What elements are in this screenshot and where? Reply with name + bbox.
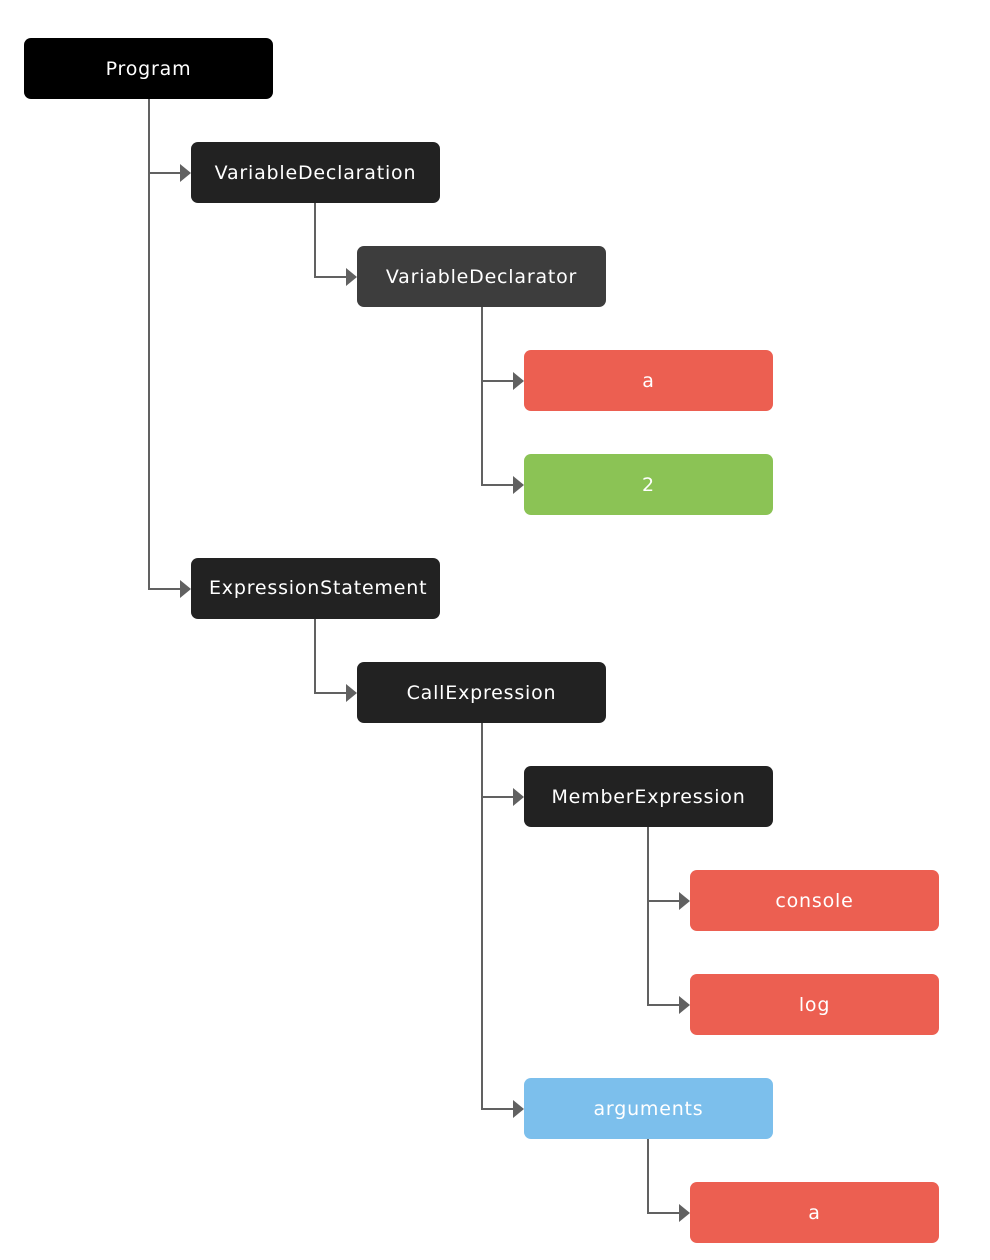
arrow-right-icon [346,268,357,286]
node-variable-declaration-label: VariableDeclaration [214,161,417,184]
node-identifier-console: console [690,870,939,931]
node-program: Program [24,38,273,99]
connector-program-trunk [148,99,150,590]
node-arguments-label: arguments [593,1097,704,1120]
connector-declarator-to-literal-2 [481,484,516,486]
connector-call-expression-trunk [481,723,483,1110]
node-identifier-log-label: log [798,993,831,1016]
connector-call-to-member-expression [481,796,516,798]
arrow-right-icon [180,164,191,182]
connector-member-to-console [647,900,682,902]
node-program-label: Program [105,57,192,80]
node-variable-declarator-label: VariableDeclarator [385,265,578,288]
node-call-expression: CallExpression [357,662,606,723]
arrow-right-icon [513,372,524,390]
connector-program-to-variable-declaration [148,172,183,174]
arrow-right-icon [513,788,524,806]
connector-declarator-to-identifier-a [481,380,516,382]
connector-call-to-arguments [481,1108,516,1110]
connector-member-to-log [647,1004,682,1006]
connector-variable-declarator-trunk [481,307,483,486]
arrow-right-icon [679,996,690,1014]
node-variable-declaration: VariableDeclaration [191,142,440,203]
node-argument-a-label: a [808,1201,821,1224]
node-literal-2-label: 2 [642,473,655,496]
arrow-right-icon [679,892,690,910]
connector-variable-declaration-to-declarator [314,276,349,278]
node-identifier-console-label: console [775,889,854,912]
arrow-right-icon [346,684,357,702]
connector-arguments-trunk [647,1139,649,1214]
node-call-expression-label: CallExpression [406,681,557,704]
node-expression-statement: ExpressionStatement [191,558,440,619]
node-identifier-a-label: a [642,369,655,392]
connector-arguments-to-a [647,1212,682,1214]
node-variable-declarator: VariableDeclarator [357,246,606,307]
node-literal-2: 2 [524,454,773,515]
connector-member-expression-trunk [647,827,649,1006]
arrow-right-icon [180,580,191,598]
connector-program-to-expression-statement [148,588,183,590]
node-arguments: arguments [524,1078,773,1139]
connector-expression-statement-trunk [314,619,316,694]
node-member-expression-label: MemberExpression [551,785,746,808]
node-identifier-log: log [690,974,939,1035]
node-expression-statement-label: ExpressionStatement [209,577,428,599]
arrow-right-icon [679,1204,690,1222]
connector-variable-declaration-trunk [314,203,316,278]
connector-expression-statement-to-call [314,692,349,694]
node-member-expression: MemberExpression [524,766,773,827]
arrow-right-icon [513,476,524,494]
node-argument-a: a [690,1182,939,1243]
arrow-right-icon [513,1100,524,1118]
node-identifier-a: a [524,350,773,411]
